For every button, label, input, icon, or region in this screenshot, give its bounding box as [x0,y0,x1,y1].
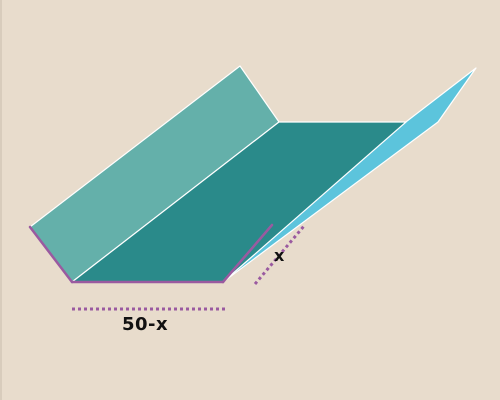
side-dimension-line [253,225,306,285]
base-length-label: 50-x [122,314,169,335]
left-front-edge [28,225,74,284]
right-front-edge [221,223,274,284]
side-width-label: x [274,246,285,265]
